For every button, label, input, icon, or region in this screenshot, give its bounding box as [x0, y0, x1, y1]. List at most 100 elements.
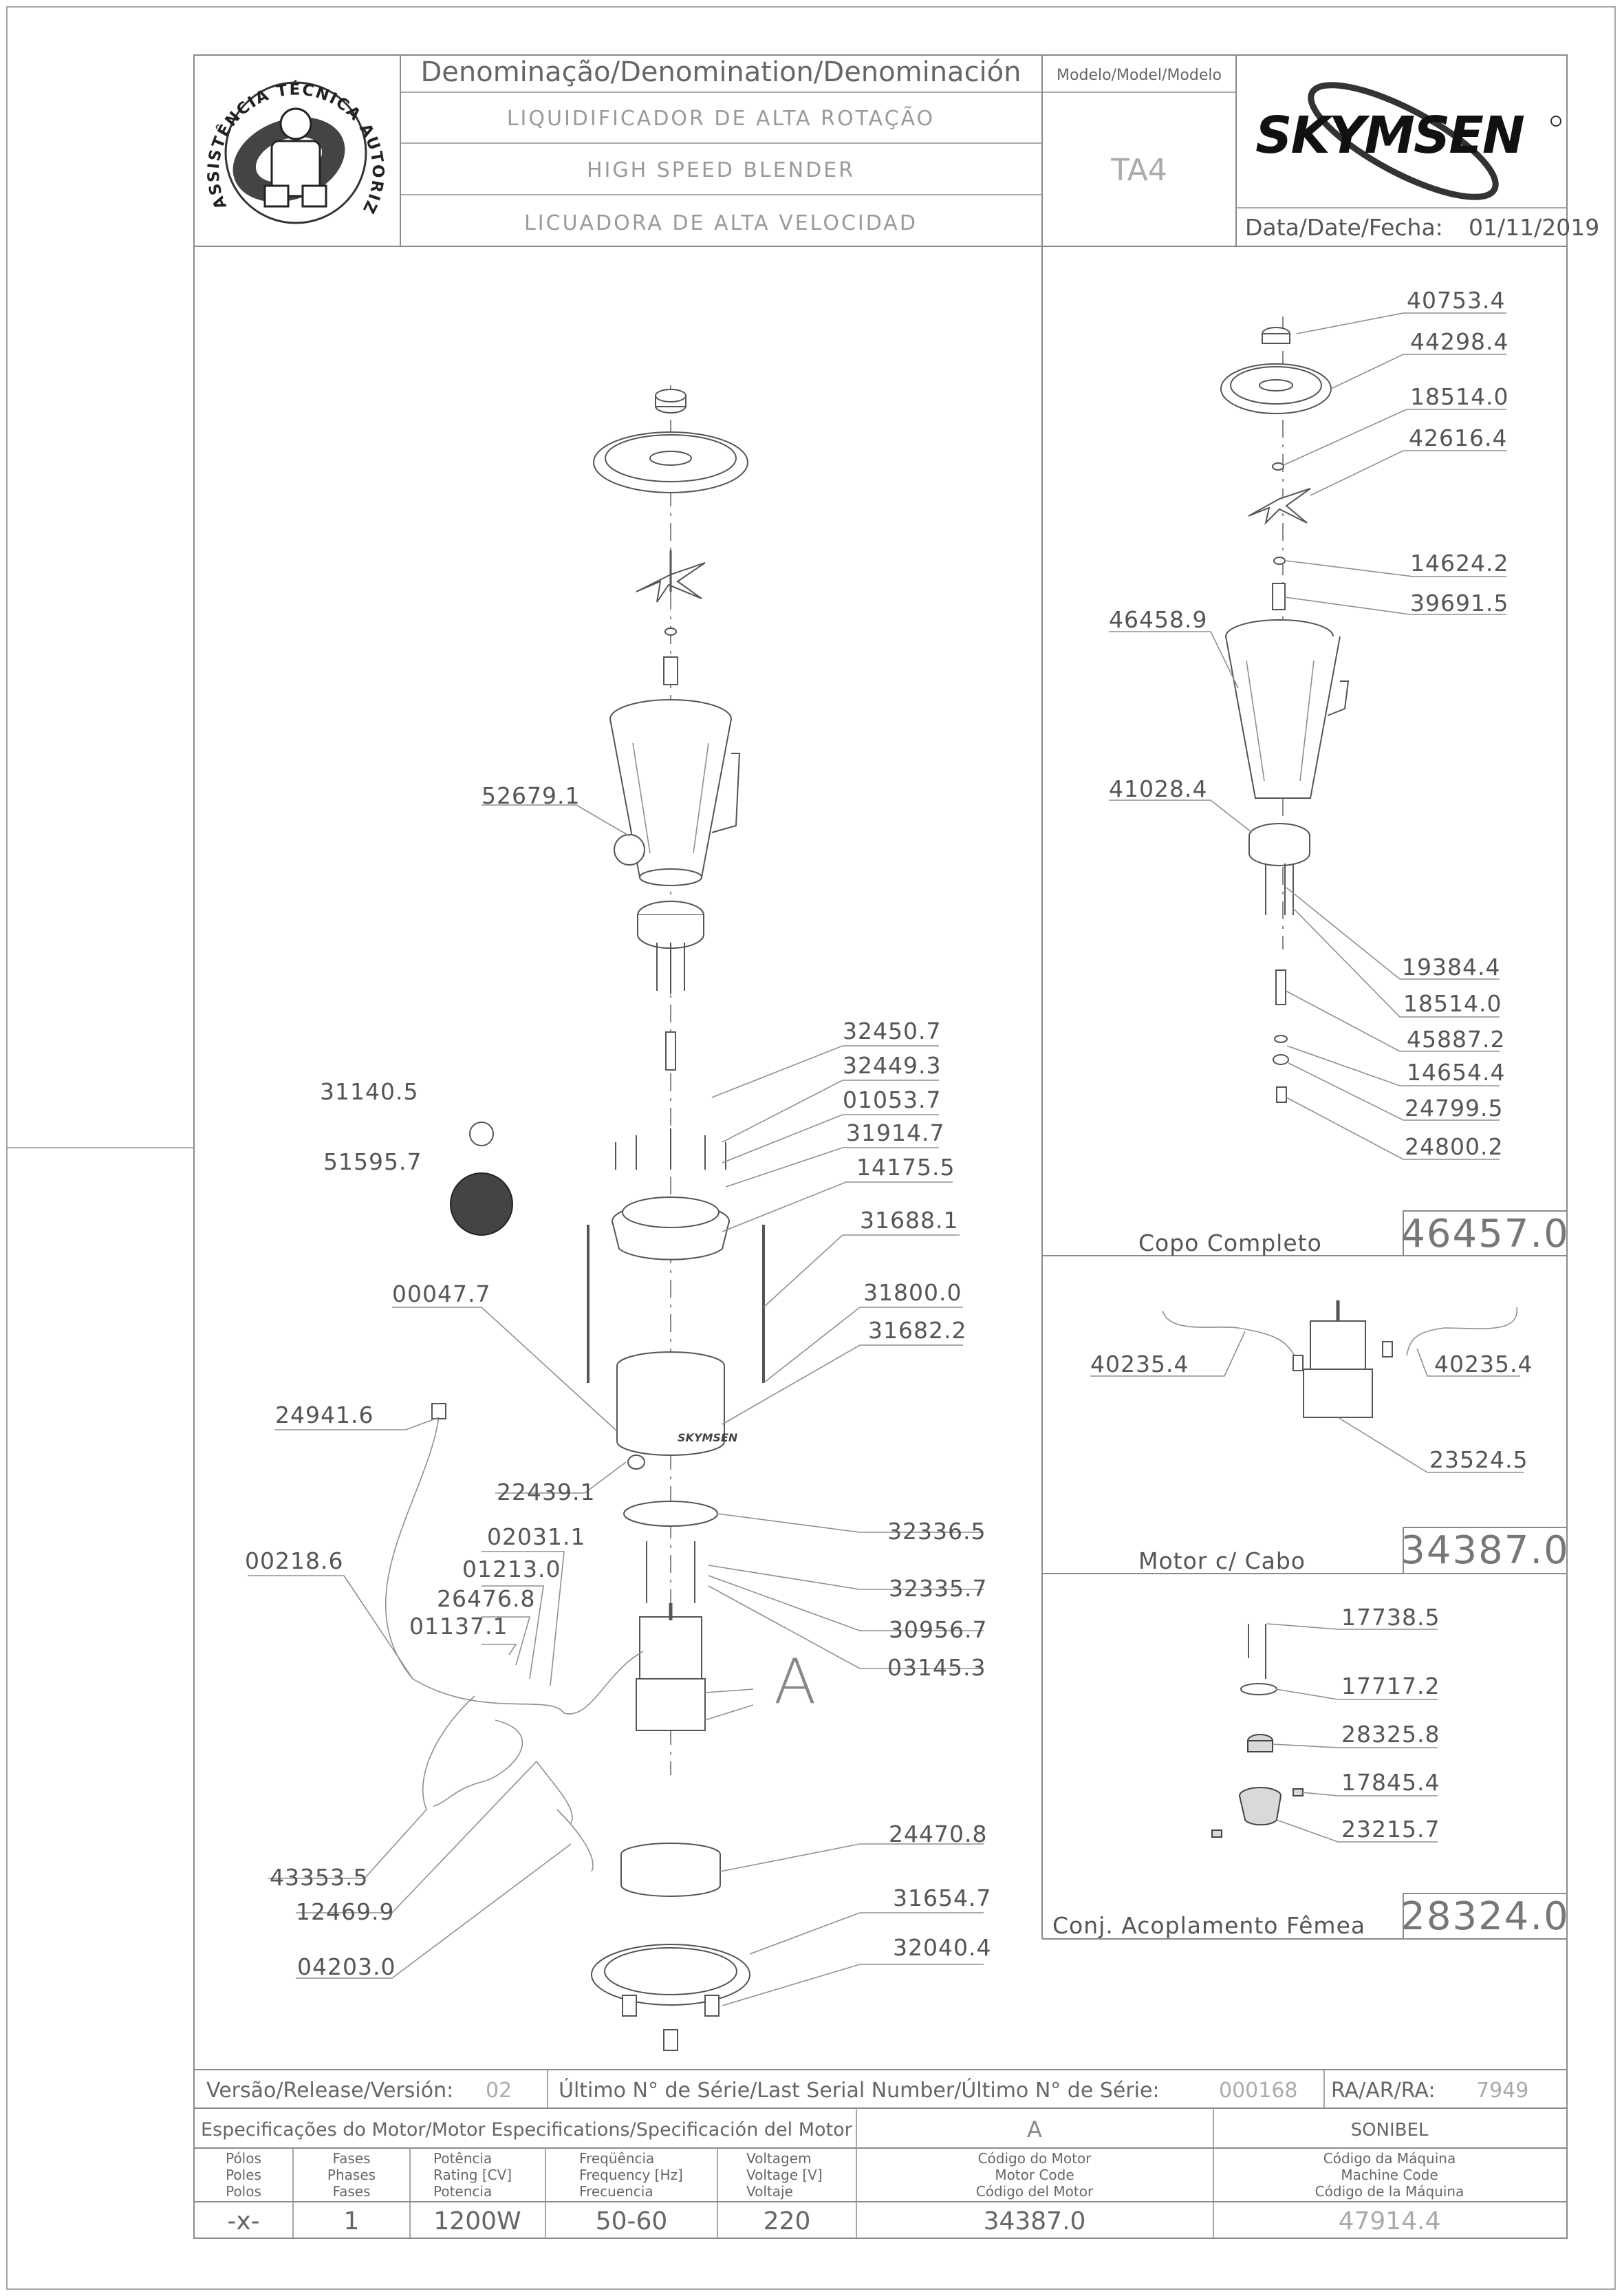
part-label: 39691.5 — [1410, 590, 1509, 616]
spec-header: Voltagem — [746, 2150, 812, 2167]
product-name-es: LICUADORA DE ALTA VELOCIDAD — [524, 211, 918, 235]
product-name-en: HIGH SPEED BLENDER — [587, 158, 855, 182]
brand-name: SKYMSEN — [1255, 106, 1524, 165]
part-label: 40235.4 — [1434, 1351, 1533, 1377]
spec-header: Potência — [433, 2150, 492, 2167]
spec-value: 1200W — [433, 2207, 521, 2235]
motor-assembly-panel: 40235.4 40235.4 23524.5 Motor c/ Cabo 34… — [1090, 1300, 1570, 1574]
part-label: 19384.4 — [1402, 954, 1500, 980]
product-name-pt: LIQUIDIFICADOR DE ALTA ROTAÇÃO — [507, 106, 935, 131]
svg-text:SKYMSEN: SKYMSEN — [678, 1431, 738, 1444]
spec-column-frequency: Freqüência Frequency [Hz] Frecuencia 50-… — [579, 2150, 683, 2235]
version-label: Versão/Release/Versión: — [206, 2079, 453, 2103]
spec-header: Phases — [327, 2167, 376, 2183]
date-label: Data/Date/Fecha: — [1245, 214, 1443, 241]
part-label: 40753.4 — [1407, 287, 1505, 314]
part-label: 14624.2 — [1410, 550, 1509, 577]
part-label: 31654.7 — [893, 1885, 991, 1911]
part-label: 01137.1 — [409, 1613, 508, 1640]
spec-value: 220 — [764, 2207, 811, 2235]
part-label: 31140.5 — [320, 1078, 418, 1105]
part-label: 04203.0 — [297, 1953, 396, 1980]
part-label: 32040.4 — [893, 1934, 991, 1961]
spec-value: -x- — [227, 2207, 259, 2235]
spec-header: Polos — [226, 2183, 261, 2200]
part-label: 24800.2 — [1405, 1133, 1503, 1160]
part-label: 32336.5 — [887, 1518, 986, 1545]
cup-drawing — [609, 699, 741, 886]
cup-assembly-panel: 40753.4 44298.4 18514.0 42616.4 14624.2 … — [1109, 287, 1570, 1256]
power-cord-drawing — [385, 1403, 644, 1872]
model-value: TA4 — [1110, 153, 1167, 188]
part-label: 22439.1 — [497, 1479, 595, 1505]
spec-header: Frecuencia — [579, 2183, 653, 2200]
part-label: 18514.0 — [1403, 990, 1502, 1017]
spec-header: Poles — [226, 2167, 261, 2183]
part-label: 17738.5 — [1341, 1604, 1440, 1631]
spec-value: 34387.0 — [984, 2207, 1086, 2235]
spec-header: Motor Code — [995, 2167, 1074, 2183]
part-label: 40235.4 — [1090, 1351, 1189, 1377]
main-part-labels: 52679.1 32450.7 32449.3 01053.7 31140.5 … — [245, 782, 991, 1980]
spec-column-voltage: Voltagem Voltage [V] Voltaje 220 — [746, 2150, 823, 2235]
part-label: 18514.0 — [1410, 383, 1509, 410]
part-label: 44298.4 — [1410, 328, 1509, 355]
part-label: 32335.7 — [889, 1575, 987, 1602]
part-label: 30956.7 — [889, 1616, 987, 1643]
main-leader-lines — [248, 804, 984, 2006]
part-label: 24470.8 — [889, 1821, 987, 1847]
coupling-assembly-code: 28324.0 — [1401, 1894, 1570, 1939]
motor-drawing — [636, 1541, 754, 1731]
part-label: 23524.5 — [1429, 1446, 1528, 1473]
part-label: 31682.2 — [868, 1317, 966, 1344]
cup-assembly-code: 46457.0 — [1401, 1212, 1570, 1256]
part-label: 51595.7 — [323, 1148, 422, 1175]
denomination-label: Denominação/Denomination/Denominación — [420, 56, 1021, 88]
spec-label: Especificações do Motor/Motor Especifica… — [201, 2119, 853, 2141]
spec-header: Fases — [332, 2150, 370, 2167]
spec-header: Fases — [332, 2183, 370, 2200]
drawing-frame — [6, 6, 1616, 2290]
part-label: 52679.1 — [482, 782, 580, 809]
cup-assembly-title: Copo Completo — [1138, 1230, 1322, 1256]
footer-table: Versão/Release/Versión: 02 Último N° de … — [201, 2077, 1528, 2235]
part-label: 14654.4 — [1407, 1059, 1505, 1086]
part-label: 42616.4 — [1409, 425, 1507, 451]
part-label: 24799.5 — [1405, 1095, 1503, 1122]
part-label: 43353.5 — [270, 1864, 368, 1891]
spec-header: Código de la Máquina — [1315, 2183, 1464, 2200]
lid-drawing — [593, 389, 748, 493]
part-label: 46458.9 — [1109, 606, 1207, 633]
spec-header: Código do Motor — [978, 2150, 1092, 2167]
spec-column-rating: Potência Rating [CV] Potencia 1200W — [433, 2150, 521, 2235]
spec-header: Pólos — [226, 2150, 261, 2167]
part-label: 14175.5 — [856, 1154, 955, 1181]
spec-value: 47914.4 — [1339, 2207, 1441, 2235]
part-label: 01213.0 — [462, 1556, 561, 1582]
spec-header: Potencia — [433, 2183, 492, 2200]
motor-assembly-code: 34387.0 — [1401, 1528, 1570, 1573]
spec-header: Freqüência — [579, 2150, 654, 2167]
spec-header: Voltage [V] — [746, 2167, 823, 2183]
detail-a-label: A — [774, 1646, 817, 1718]
part-label: 28325.8 — [1341, 1721, 1440, 1748]
cup-base-drawing — [637, 901, 704, 1071]
spec-header: Código da Máquina — [1323, 2150, 1456, 2167]
part-label: 45887.2 — [1407, 1026, 1505, 1053]
spec-column-pole: Pólos Poles Polos -x- — [226, 2150, 261, 2235]
blade-drawing — [636, 550, 706, 685]
part-label: 26476.8 — [437, 1585, 535, 1612]
version-value: 02 — [486, 2079, 512, 2103]
ra-label: RA/AR/RA: — [1331, 2079, 1435, 2103]
date-value: 01/11/2019 — [1469, 214, 1599, 241]
serial-label: Último N° de Série/Last Serial Number/Úl… — [559, 2077, 1160, 2103]
part-label: 32450.7 — [843, 1018, 941, 1044]
part-label: 01053.7 — [843, 1086, 941, 1113]
part-label: 31914.7 — [846, 1119, 944, 1146]
spec-value: 1 — [344, 2207, 360, 2235]
part-label: 32449.3 — [843, 1052, 941, 1079]
part-label: 03145.3 — [887, 1654, 986, 1681]
part-label: 00218.6 — [245, 1547, 343, 1574]
part-label: 24941.6 — [275, 1402, 374, 1428]
